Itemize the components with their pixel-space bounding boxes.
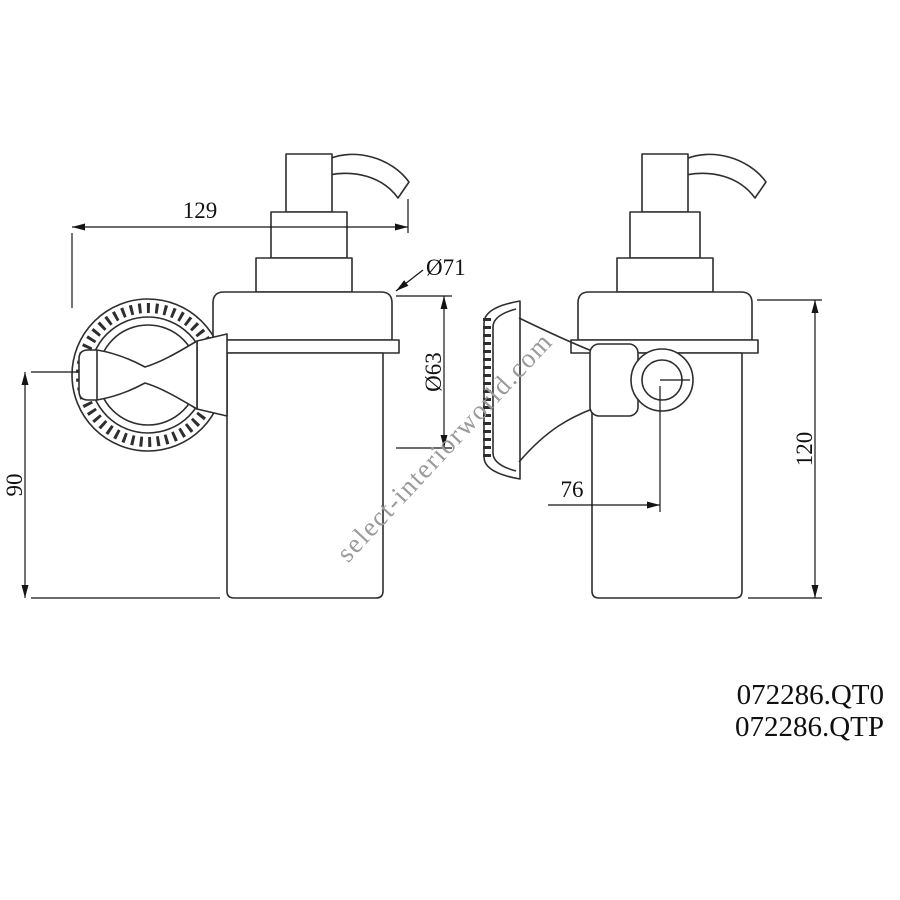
wall-plate-inner-contour xyxy=(492,308,517,472)
pump-neck xyxy=(270,211,348,259)
mount-cone-bottom xyxy=(518,408,593,463)
product-code-1: 072286.QT0 xyxy=(737,679,884,711)
mount-knob xyxy=(78,340,198,410)
holder-flange xyxy=(205,339,400,354)
pump-collar xyxy=(255,257,353,293)
dim-63-label: Ø63 xyxy=(421,352,446,392)
mount-bracket xyxy=(196,333,228,417)
dim-120-label: 120 xyxy=(792,432,817,467)
mount-cone-top xyxy=(518,317,593,352)
dim-90-label: 90 xyxy=(2,474,27,497)
dim-71-leader xyxy=(395,269,424,292)
front-view xyxy=(71,153,410,599)
dim-76-label: 76 xyxy=(561,477,584,502)
bottle-shoulder xyxy=(212,291,393,341)
dim-71-label: Ø71 xyxy=(426,255,466,280)
dim-129-label: 129 xyxy=(183,198,218,223)
bottle-body xyxy=(226,352,384,599)
product-code-2: 072286.QTP xyxy=(735,711,884,743)
pump-collar-side xyxy=(616,257,714,293)
pump-spout-side xyxy=(685,153,767,199)
pump-head xyxy=(285,153,333,213)
bottle-shoulder-side xyxy=(577,291,753,341)
pump-neck-side xyxy=(629,211,701,259)
dimensions xyxy=(21,199,822,599)
pump-head-side xyxy=(641,153,689,213)
pump-spout xyxy=(328,153,410,199)
